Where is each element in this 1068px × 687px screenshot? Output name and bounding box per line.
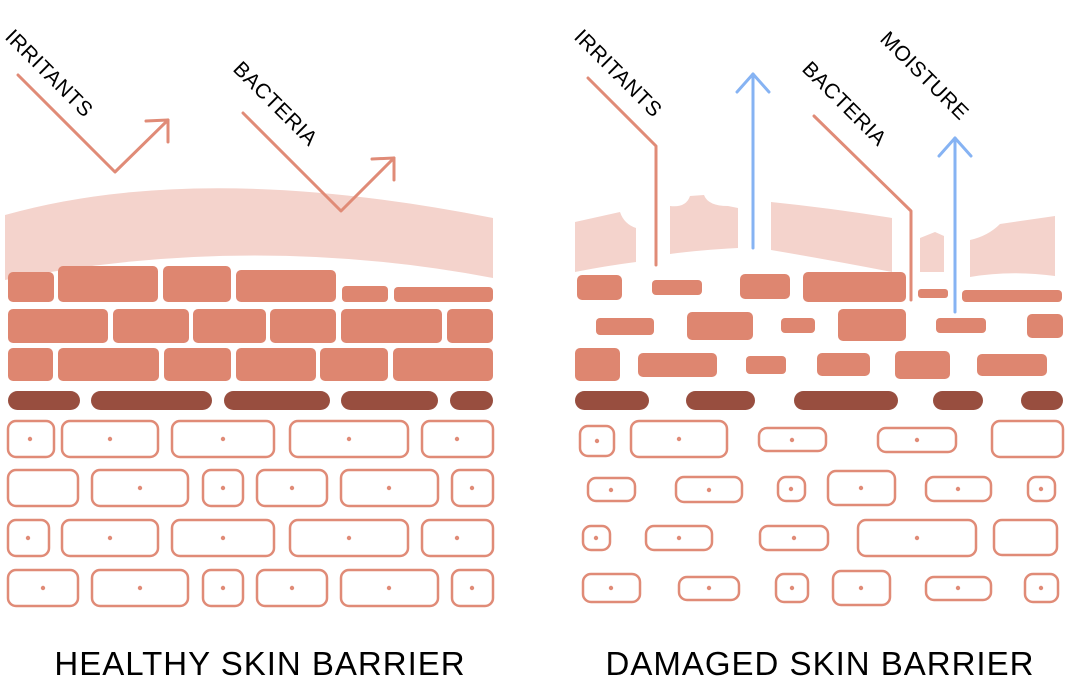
damaged-brick-row-lower (575, 348, 1047, 381)
damaged-dark-band (575, 391, 1063, 410)
damaged-moisture-arrow-right (937, 136, 973, 314)
damaged-moisture-label: MOISTURE (875, 27, 972, 124)
damaged-bacteria-label: BACTERIA (797, 57, 890, 150)
healthy-irritants-arrow (16, 73, 170, 174)
healthy-cell-nuclei (25, 436, 475, 591)
healthy-barrier-caption: HEALTHY SKIN BARRIER (54, 645, 466, 682)
damaged-outer-layer-fragments (575, 195, 1055, 277)
damaged-barrier-caption: DAMAGED SKIN BARRIER (605, 645, 1035, 682)
healthy-dark-band (8, 391, 493, 410)
damaged-brick-row-middle (596, 309, 1063, 341)
healthy-bacteria-label: BACTERIA (228, 57, 321, 150)
healthy-brick-row-top (8, 266, 493, 302)
damaged-cell-grid (578, 419, 1065, 607)
healthy-brick-row-middle (8, 309, 493, 343)
healthy-brick-row-lower (8, 348, 493, 381)
damaged-bacteria-arrow (812, 114, 913, 302)
healthy-bacteria-arrow (241, 111, 396, 213)
healthy-cell-grid (6, 419, 495, 608)
damaged-brick-row-top (577, 272, 1062, 302)
healthy-outer-layer (5, 188, 493, 280)
damaged-cell-nuclei (593, 436, 1044, 591)
healthy-barrier-panel: IRRITANTS BACTERIA (0, 25, 495, 608)
damaged-barrier-panel: IRRITANTS BACTERIA MOISTURE (569, 25, 1065, 607)
damaged-moisture-arrow-left (735, 72, 771, 250)
damaged-irritants-arrow (586, 76, 658, 267)
